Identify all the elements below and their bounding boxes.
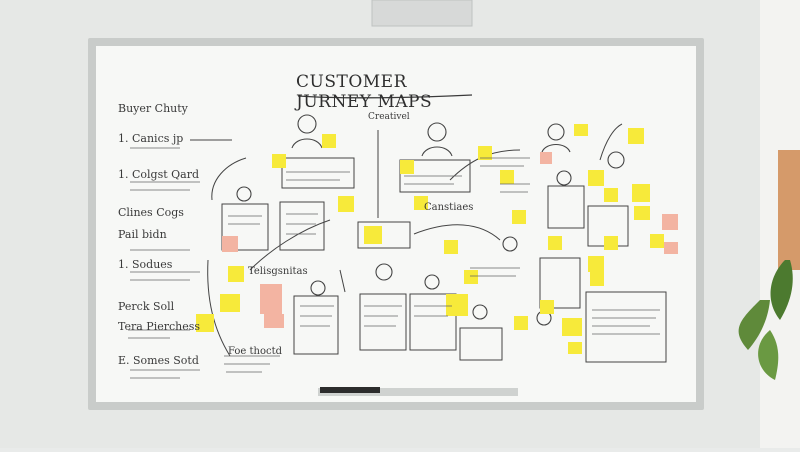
label-perck-soll: Perck Soll <box>118 300 175 313</box>
label-telisgsnitas: Telisgsnitas <box>248 266 308 277</box>
board-surface <box>96 46 696 402</box>
label-creativel: Creativel <box>368 112 410 122</box>
shelf <box>778 150 800 270</box>
board-title: CUSTOMER JURNEY MAPS <box>296 72 433 112</box>
scribble-lines <box>128 147 660 379</box>
label-clines-cogs: Clines Cogs <box>118 206 184 219</box>
label-sodues: 1. Sodues <box>118 258 173 271</box>
label-buyer-chuty: Buyer Chuty <box>118 102 188 115</box>
flow-lines <box>190 123 667 363</box>
sticky-notes <box>196 124 678 354</box>
title-underline <box>297 94 473 99</box>
label-colgst-qard: 1. Colgst Qard <box>118 168 200 181</box>
label-tera-pierchess: Tera Pierchess <box>118 320 201 333</box>
label-somes-sotd: E. Somes Sotd <box>118 354 199 367</box>
label-pail-bidn: Pail bidn <box>118 228 167 241</box>
projector <box>371 0 473 27</box>
marker-tray <box>318 388 518 396</box>
label-canics: 1. Canics jp <box>118 132 184 145</box>
label-foe-thoctd: Foe thoctd <box>228 346 283 357</box>
marker <box>320 387 380 393</box>
plant <box>738 260 793 380</box>
label-canstiaes: Canstiaes <box>424 202 474 213</box>
